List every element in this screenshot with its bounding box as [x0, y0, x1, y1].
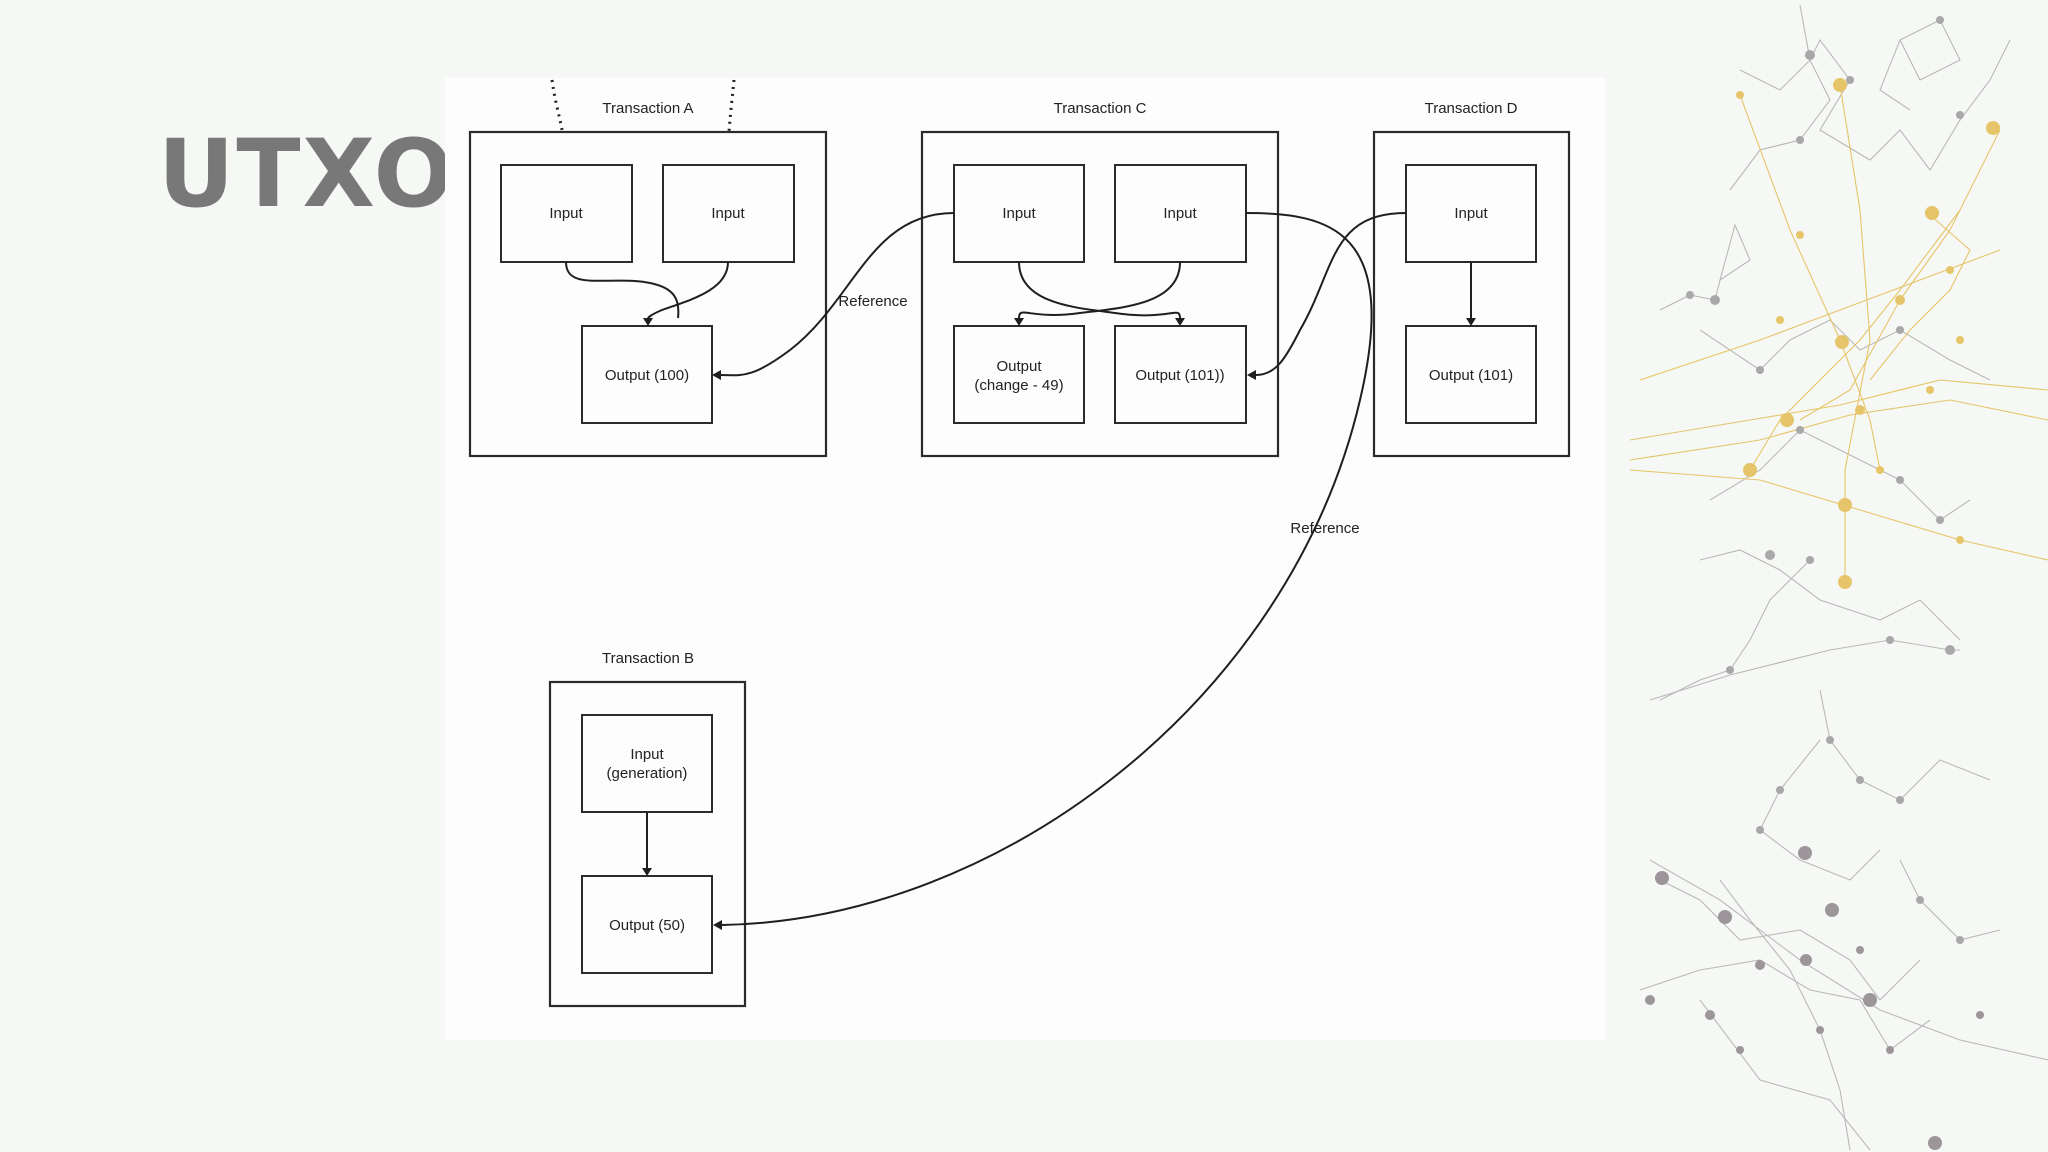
transaction-c-output-101	[1114, 325, 1247, 424]
transaction-a-input-1-label: Input	[549, 205, 583, 222]
edge-label-reference-bottom: Reference	[1290, 520, 1359, 537]
transaction-d-title: Transaction D	[1425, 100, 1518, 117]
arrowhead-d-output	[1466, 318, 1476, 326]
transaction-c-input-2-label: Input	[1163, 205, 1197, 222]
arrowhead-a-output	[643, 318, 653, 326]
transaction-c-input-1-label: Input	[1002, 205, 1036, 222]
transaction-b-output-label: Output (50)	[609, 917, 685, 934]
reference-c-to-b	[721, 212, 1373, 926]
reference-c-to-a	[719, 212, 955, 377]
transaction-a-input-2	[662, 164, 795, 263]
edge-a-input2-to-output	[647, 261, 729, 319]
decorative-network	[1629, 4, 2048, 1151]
transaction-d-input	[1405, 164, 1537, 263]
transaction-b-input-line-2: (generation)	[607, 765, 688, 782]
transaction-d-output-label: Output (101)	[1429, 367, 1513, 384]
arrowhead-c-output2	[1175, 318, 1185, 326]
transaction-d-output	[1405, 325, 1537, 424]
transaction-c-output-2-label: Output (101))	[1135, 367, 1224, 384]
edge-c-input1-to-output2	[1018, 261, 1181, 319]
transaction-b-output	[581, 875, 713, 974]
transaction-a-output	[581, 325, 713, 424]
transaction-c: Transaction C Input Input Output (change…	[920, 100, 1280, 458]
edge-a-input1-to-output	[565, 261, 680, 319]
arrowhead-c-reference	[1247, 370, 1256, 380]
reference-d-to-c	[1255, 212, 1407, 376]
transaction-c-title: Transaction C	[1054, 100, 1147, 117]
arrowhead-b-output	[642, 868, 652, 876]
incoming-dotted-line-2	[725, 79, 736, 166]
slide-title: UTXO	[158, 120, 456, 229]
transaction-c-output-1-line-2: (change - 49)	[974, 377, 1063, 394]
edge-c-input2-to-output1	[1018, 261, 1181, 319]
transaction-a-input-1	[500, 164, 633, 263]
arrowhead-a-reference	[712, 370, 721, 380]
transaction-a-title: Transaction A	[602, 100, 693, 117]
transaction-b-input-line-1: Input	[630, 746, 664, 763]
arrowhead-c-output1	[1014, 318, 1024, 326]
transaction-c-output-change	[953, 325, 1085, 424]
transaction-d-input-label: Input	[1454, 205, 1488, 222]
transaction-a-input-2-label: Input	[711, 205, 745, 222]
arrowhead-b-reference	[713, 920, 722, 930]
transaction-a-output-label: Output (100)	[605, 367, 689, 384]
edge-label-reference-top: Reference	[838, 293, 907, 310]
transaction-b-input	[581, 714, 713, 813]
transaction-c-output-1-line-1: Output	[996, 358, 1042, 375]
transaction-b-title: Transaction B	[602, 650, 694, 667]
transaction-a: Transaction A Input Input Output (100)	[468, 100, 828, 458]
